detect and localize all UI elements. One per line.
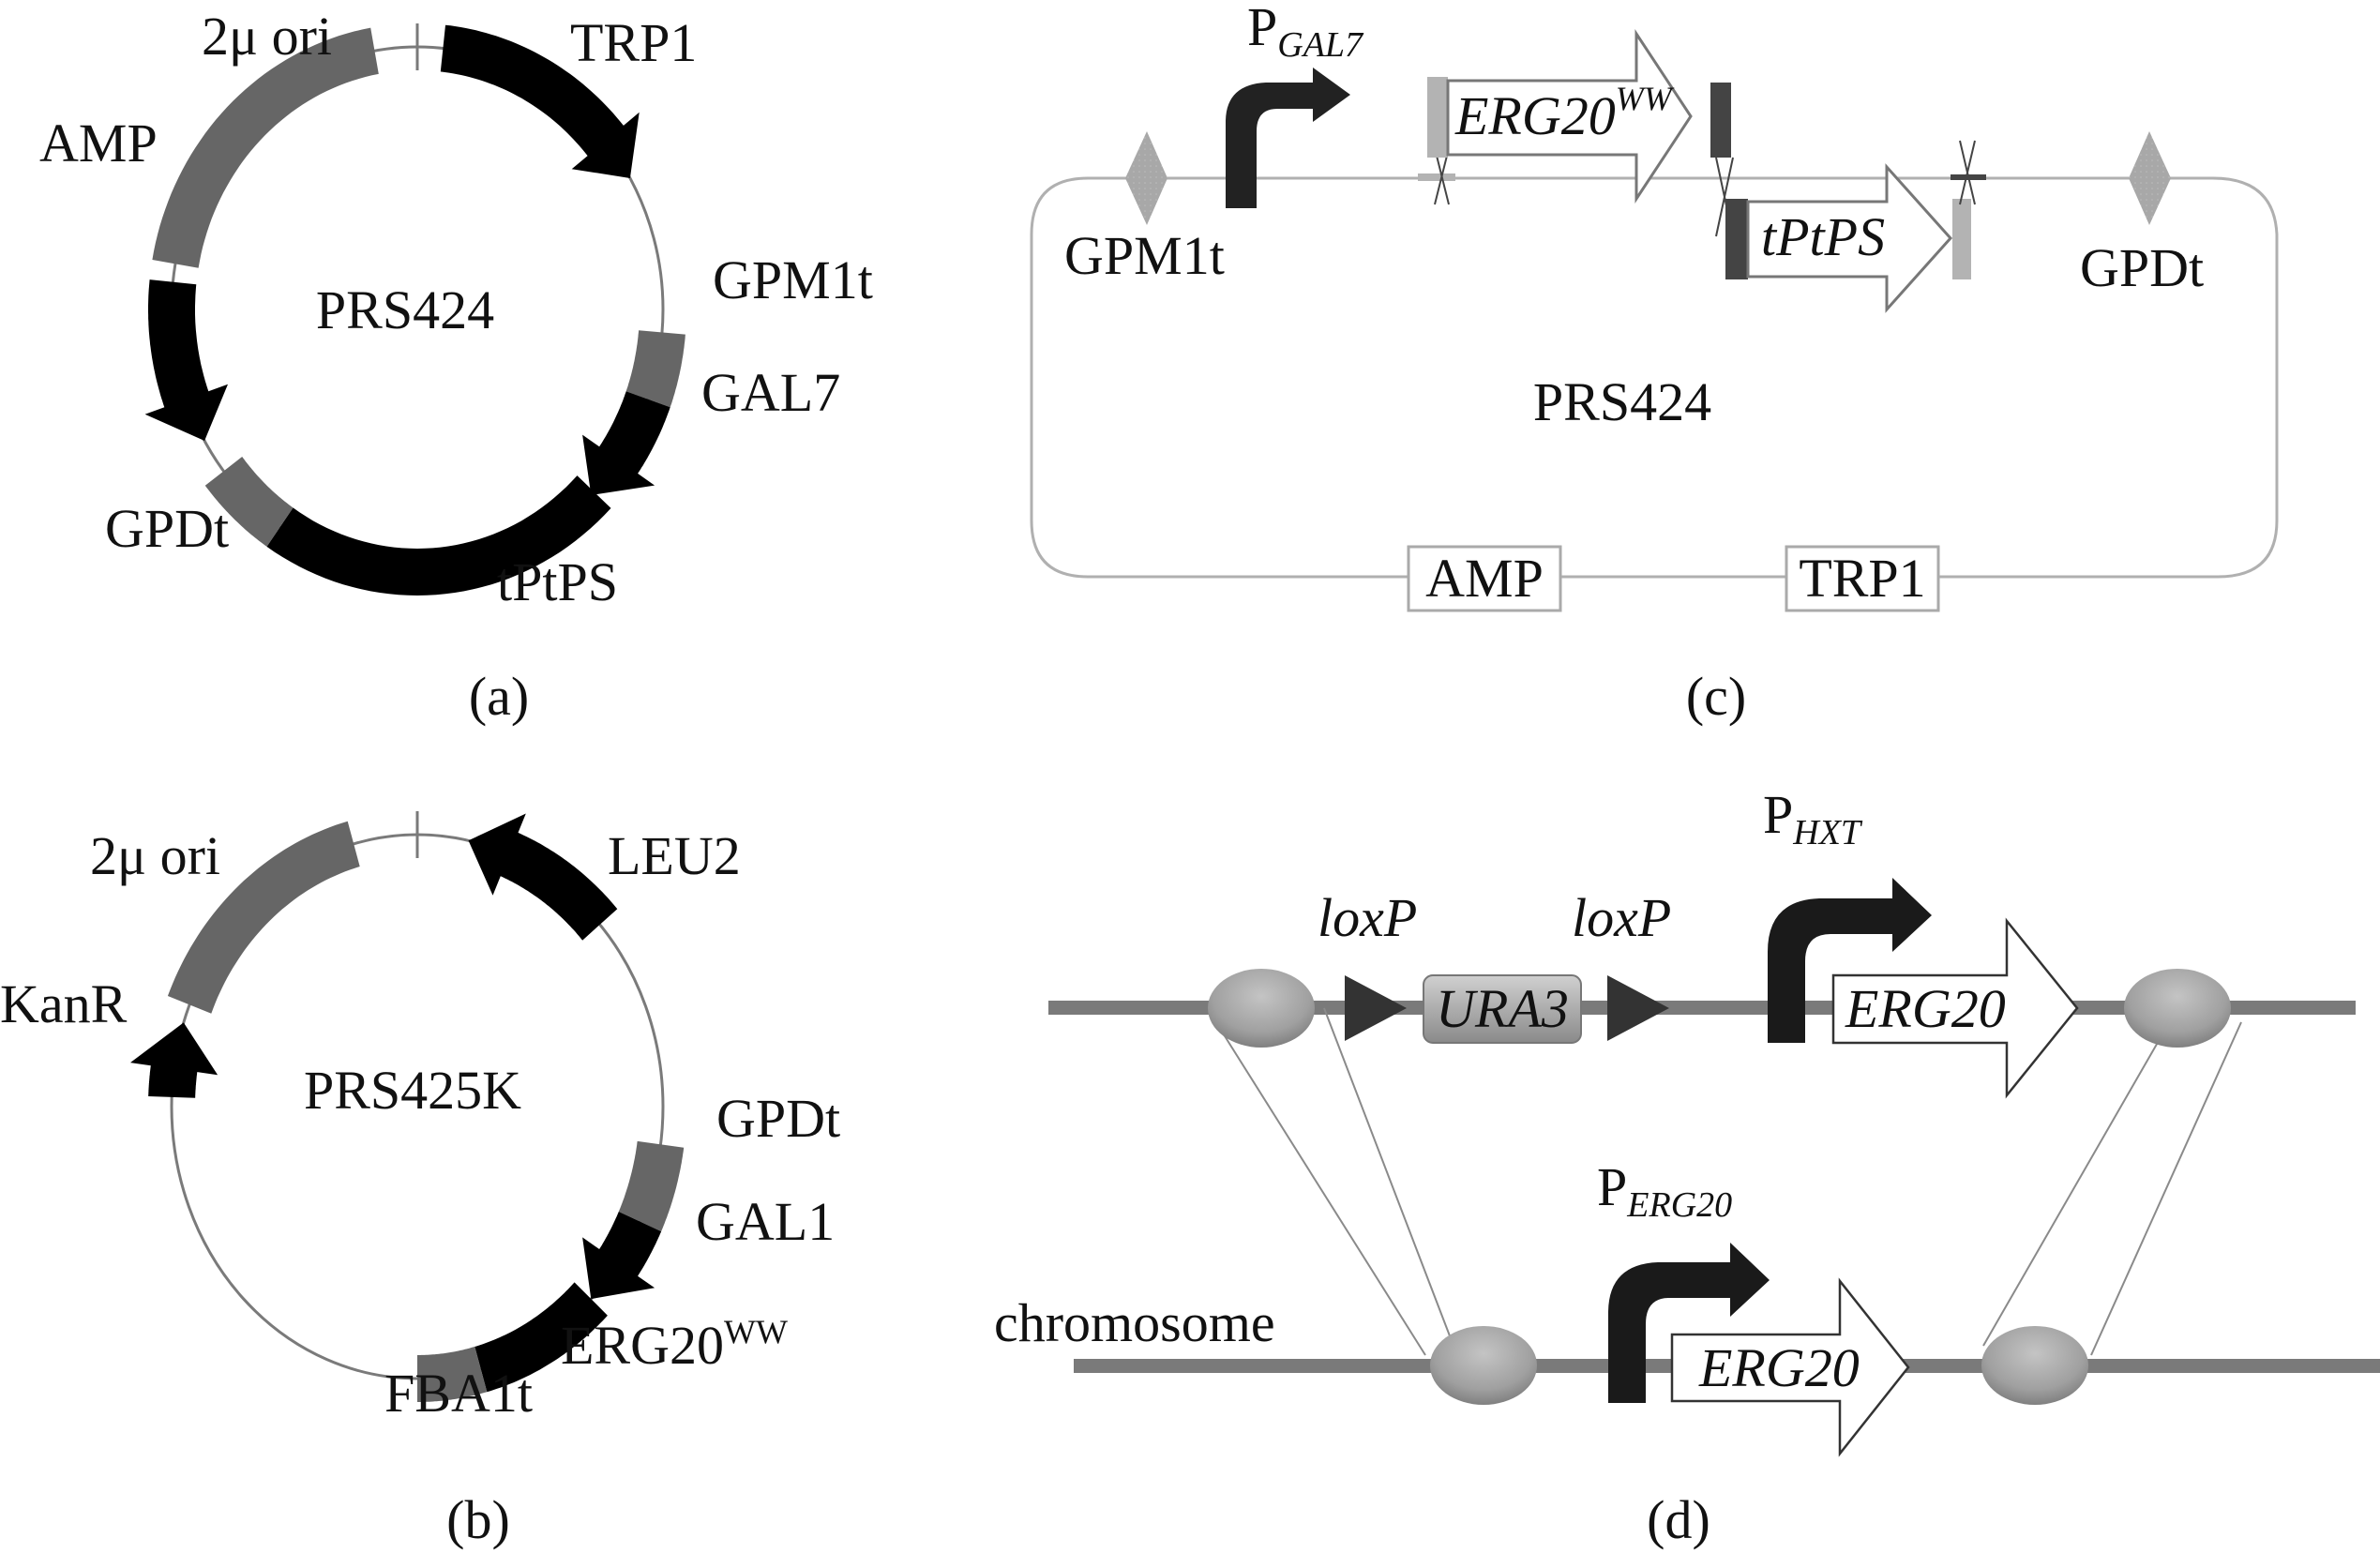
feature-gal7: [582, 391, 670, 495]
panel-a-label-amp: AMP: [39, 113, 158, 173]
panel-c-amp-label: AMP: [1425, 548, 1544, 609]
panel-a-label-trp1: TRP1: [570, 12, 697, 73]
panel-d-crossover-lines: [1221, 1007, 2242, 1356]
pgal7-subscript: GAL7: [1277, 25, 1364, 65]
panel-c-linear-construct: AMP TRP1 GPM1t PGAL7 ERG20WW: [1030, 0, 2279, 727]
panel-d-label-loxp-left: loxP: [1318, 887, 1417, 948]
feature-kanr: [130, 1022, 218, 1098]
panel-a-label-gal7: GAL7: [701, 362, 840, 423]
panel-d-label-chrom-erg20: ERG20: [1698, 1337, 1860, 1398]
panel-c-label-erg20ww: ERG20WW: [1454, 80, 1675, 146]
panel-b-label-erg20ww: ERG20WW: [561, 1313, 788, 1376]
feature-trp1: [440, 24, 640, 179]
panel-c-promoter-gal7-arrow: [1226, 68, 1350, 208]
feature-tptps: [266, 475, 611, 596]
panel-c-trp1-label: TRP1: [1799, 548, 1925, 609]
panel-d-label-donor-erg20: ERG20: [1845, 978, 2006, 1039]
panel-c-label-gpdt: GPDt: [2080, 237, 2204, 298]
panel-c-caption: (c): [1686, 666, 1746, 727]
feature-erg20ww: [474, 1282, 608, 1393]
panel-c-left-crossover-bar: [1418, 173, 1455, 181]
panel-b-caption: (b): [446, 1489, 510, 1550]
feature-2-ori: [152, 27, 379, 268]
panel-a-plasmid-name: PRS424: [316, 279, 494, 340]
panel-b-label-kanr: KanR: [0, 973, 128, 1034]
feature-amp: [144, 279, 228, 441]
pgal7-P: P: [1247, 0, 1277, 57]
panel-d-label-phxt: PHXT: [1763, 784, 1863, 852]
panel-a-label-tptps: tPtPS: [497, 551, 618, 612]
panel-c-plasmid-name: PRS424: [1533, 371, 1711, 432]
panel-d-loxp-right-triangle: [1607, 975, 1669, 1041]
panel-d-donor-bead-right: [2124, 969, 2231, 1048]
panel-b-label-gal1: GAL1: [696, 1191, 835, 1252]
panel-d-label-loxp-right: loxP: [1572, 887, 1671, 948]
panel-c-label-gpm1t: GPM1t: [1064, 225, 1225, 286]
feature-gpdt: [618, 1140, 685, 1232]
panel-b-plasmid-map: PRS425K 2μ ori LEU2 GPDt GAL1 ERG20WW FB…: [0, 811, 840, 1550]
panel-c-erg20ww-gene-arrow: ERG20WW: [1427, 28, 1731, 204]
panel-c-tptps-gene-arrow: tPtPS: [1725, 163, 1971, 313]
feature-2-ori: [167, 821, 360, 1014]
panel-b-plasmid-name: PRS425K: [304, 1060, 521, 1121]
panel-d-loxp-left-triangle: [1345, 975, 1407, 1041]
erg20-superscript: WW: [724, 1313, 788, 1350]
feature-gpdt: [204, 457, 294, 547]
feature-gal1: [582, 1212, 662, 1300]
erg20-base: ERG20: [561, 1315, 724, 1376]
feature-fba1t: [417, 1347, 488, 1402]
erg20-name: ERG20: [1454, 85, 1616, 146]
panel-d-recombination: loxP loxP URA3 PHXT ERG20 PERG20 ERG20 c…: [994, 784, 2380, 1550]
phxt-P: P: [1763, 784, 1793, 845]
panel-c-trp1-box: TRP1: [1785, 545, 1940, 612]
panel-a-label-2mu-ori: 2μ ori: [202, 6, 332, 67]
panel-b-label-gpdt: GPDt: [716, 1088, 840, 1149]
panel-c-gpm1t-diamond: [1125, 131, 1167, 225]
panel-d-ura3-marker: URA3: [1423, 974, 1582, 1044]
phxt-subscript: HXT: [1792, 813, 1863, 852]
erg20-superscript-c: WW: [1616, 80, 1675, 117]
panel-c-label-pgal7: PGAL7: [1247, 0, 1364, 65]
panel-a-plasmid-map: PRS424 2μ ori TRP1 GPM1t GAL7 tPtPS GPDt…: [39, 6, 873, 727]
panel-d-donor-bead-left: [1208, 969, 1315, 1048]
panel-d-promoter-hxt-arrow: [1768, 878, 1932, 1043]
panel-d-caption: (d): [1647, 1489, 1710, 1550]
panel-d-promoter-erg20-arrow: [1608, 1243, 1770, 1403]
panel-c-label-tptps: tPtPS: [1761, 206, 1885, 267]
panel-d-chrom-bead-left: [1430, 1326, 1537, 1405]
panel-d-chrom-erg20-arrow: ERG20: [1670, 1277, 1910, 1457]
panel-b-label-fba1t: FBA1t: [384, 1363, 533, 1424]
panel-b-label-leu2: LEU2: [608, 825, 741, 886]
perg20-subscript: ERG20: [1626, 1185, 1732, 1225]
panel-a-label-gpm1t: GPM1t: [713, 249, 873, 310]
panel-a-caption: (a): [469, 666, 529, 727]
panel-d-label-chromosome: chromosome: [994, 1292, 1275, 1353]
panel-d-donor-erg20-arrow: ERG20: [1831, 917, 2079, 1099]
panel-c-amp-box: AMP: [1407, 545, 1562, 612]
panel-b-label-2mu-ori: 2μ ori: [90, 825, 220, 886]
feature-gpm1t: [625, 330, 685, 408]
feature-leu2: [468, 813, 618, 941]
panel-d-chrom-bead-right: [1981, 1326, 2088, 1405]
panel-c-backbone: [1030, 176, 2279, 579]
perg20-P: P: [1597, 1156, 1627, 1217]
panel-d-label-perg20: PERG20: [1597, 1156, 1732, 1225]
panel-a-label-gpdt: GPDt: [105, 498, 229, 559]
panel-c-gpdt-diamond: [2129, 131, 2171, 225]
panel-d-label-ura3: URA3: [1436, 978, 1569, 1039]
